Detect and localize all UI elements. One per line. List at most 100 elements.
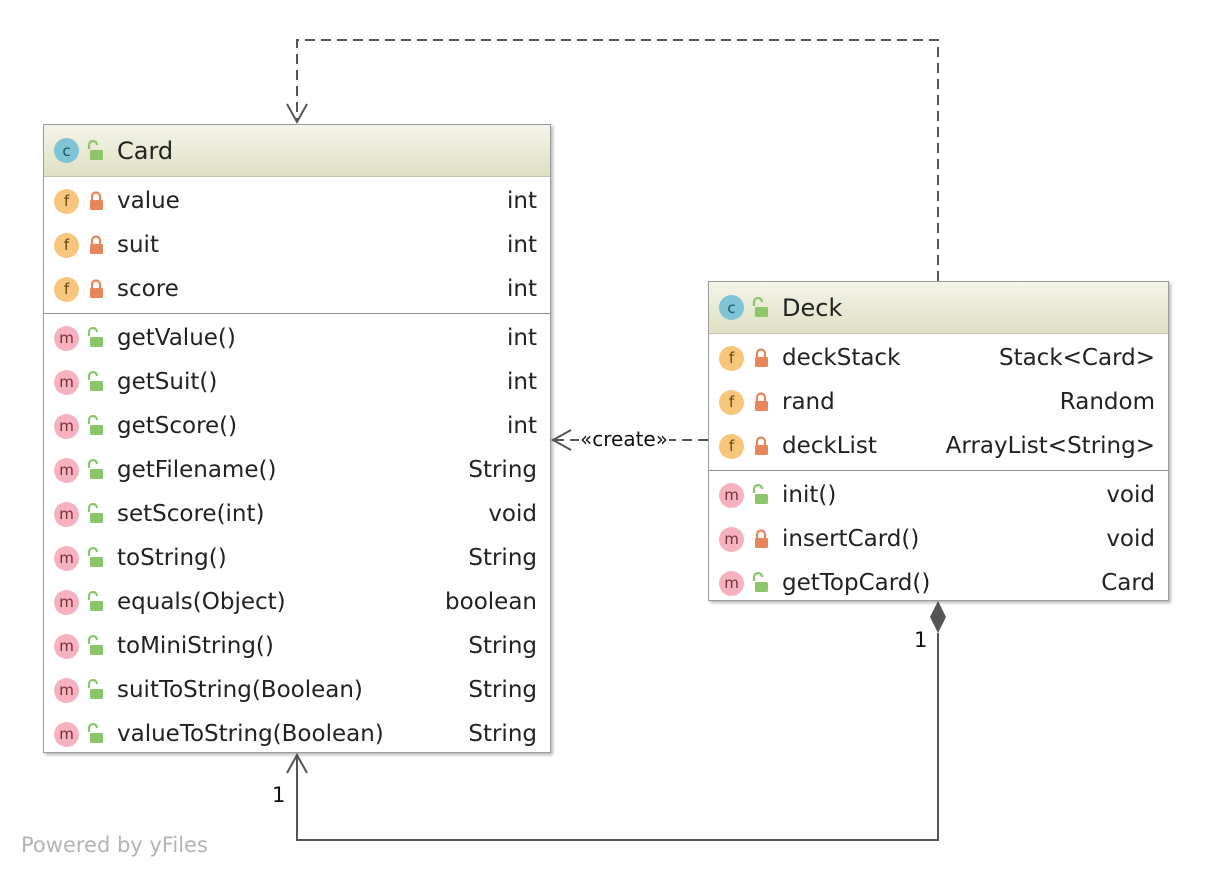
- method-name: getSuit(): [117, 369, 218, 395]
- class-card[interactable]: c Card f value int f suit int f score int m getVa…: [43, 124, 551, 753]
- method-type: Card: [1101, 570, 1155, 596]
- field-icon: f: [54, 232, 79, 258]
- field-name: deckStack: [782, 345, 901, 371]
- locked-icon: [755, 392, 768, 411]
- method-name: insertCard(): [782, 526, 920, 552]
- field-name: deckList: [782, 433, 877, 459]
- unlocked-icon: [87, 723, 103, 743]
- locked-icon: [755, 529, 768, 548]
- method-row[interactable]: m getScore() int: [44, 404, 550, 448]
- method-name: valueToString(Boolean): [117, 721, 384, 747]
- unlocked-icon: [87, 635, 103, 655]
- unlocked-icon: [87, 547, 103, 567]
- field-type: ArrayList<String>: [945, 433, 1155, 459]
- field-icon: f: [54, 188, 79, 214]
- field-type: int: [507, 232, 537, 258]
- field-type: int: [507, 276, 537, 302]
- locked-icon: [755, 436, 768, 455]
- locked-icon: [90, 191, 103, 210]
- create-arrowhead: [550, 429, 572, 451]
- field-row[interactable]: f rand Random: [709, 380, 1168, 424]
- class-deck-name: Deck: [782, 293, 843, 322]
- method-row[interactable]: m toMiniString() String: [44, 624, 550, 668]
- method-icon: m: [54, 633, 79, 659]
- method-icon: m: [54, 457, 79, 483]
- class-deck-header: c Deck: [709, 282, 1168, 334]
- method-name: getTopCard(): [782, 570, 931, 596]
- locked-icon: [90, 279, 103, 298]
- method-type: String: [468, 721, 537, 747]
- method-icon: m: [54, 325, 79, 351]
- unlocked-icon: [87, 679, 103, 699]
- method-type: int: [507, 325, 537, 351]
- class-card-name: Card: [117, 136, 174, 165]
- method-row[interactable]: m getValue() int: [44, 316, 550, 360]
- method-icon: m: [54, 413, 79, 439]
- method-name: toMiniString(): [117, 633, 274, 659]
- unlocked-icon: [87, 415, 103, 435]
- method-icon: m: [54, 501, 79, 527]
- method-icon: m: [54, 545, 79, 571]
- dependency-arrowhead: [286, 103, 308, 125]
- method-type: void: [1106, 526, 1155, 552]
- locked-icon: [90, 235, 103, 254]
- method-type: int: [507, 369, 537, 395]
- method-type: String: [468, 457, 537, 483]
- method-type: void: [1106, 482, 1155, 508]
- composition-edge: [296, 633, 939, 841]
- field-name: score: [117, 276, 179, 302]
- method-icon: m: [54, 369, 79, 395]
- method-icon: m: [54, 721, 79, 747]
- locked-icon: [755, 348, 768, 367]
- class-icon: c: [719, 295, 744, 320]
- class-card-header: c Card: [44, 125, 550, 177]
- field-name: suit: [117, 232, 159, 258]
- method-name: init(): [782, 482, 837, 508]
- dependency-edge: [296, 39, 939, 281]
- unlocked-icon: [87, 371, 103, 391]
- field-icon: f: [719, 389, 744, 415]
- field-type: Stack<Card>: [998, 345, 1155, 371]
- unlocked-icon: [87, 327, 103, 347]
- method-name: setScore(int): [117, 501, 265, 527]
- method-icon: m: [54, 589, 79, 615]
- method-name: equals(Object): [117, 589, 286, 615]
- method-row[interactable]: m valueToString(Boolean) String: [44, 712, 550, 756]
- create-edge-label: «create»: [579, 427, 669, 451]
- method-name: getFilename(): [117, 457, 277, 483]
- class-icon: c: [54, 138, 79, 163]
- method-name: getValue(): [117, 325, 236, 351]
- field-row[interactable]: f deckList ArrayList<String>: [709, 424, 1168, 468]
- field-type: Random: [1059, 389, 1155, 415]
- method-name: getScore(): [117, 413, 238, 439]
- method-type: String: [468, 633, 537, 659]
- method-name: suitToString(Boolean): [117, 677, 363, 703]
- method-icon: m: [719, 526, 744, 552]
- powered-by-footer: Powered by yFiles: [21, 833, 208, 857]
- field-name: rand: [782, 389, 835, 415]
- unlocked-icon: [87, 139, 103, 160]
- method-type: String: [468, 545, 537, 571]
- field-icon: f: [54, 276, 79, 302]
- field-icon: f: [719, 433, 744, 459]
- method-type: int: [507, 413, 537, 439]
- field-row[interactable]: f score int: [44, 267, 550, 311]
- field-row[interactable]: f suit int: [44, 223, 550, 267]
- method-row[interactable]: m insertCard() void: [709, 517, 1168, 561]
- method-row[interactable]: m getSuit() int: [44, 360, 550, 404]
- method-row[interactable]: m getFilename() String: [44, 448, 550, 492]
- unlocked-icon: [752, 484, 768, 504]
- field-name: value: [117, 188, 180, 214]
